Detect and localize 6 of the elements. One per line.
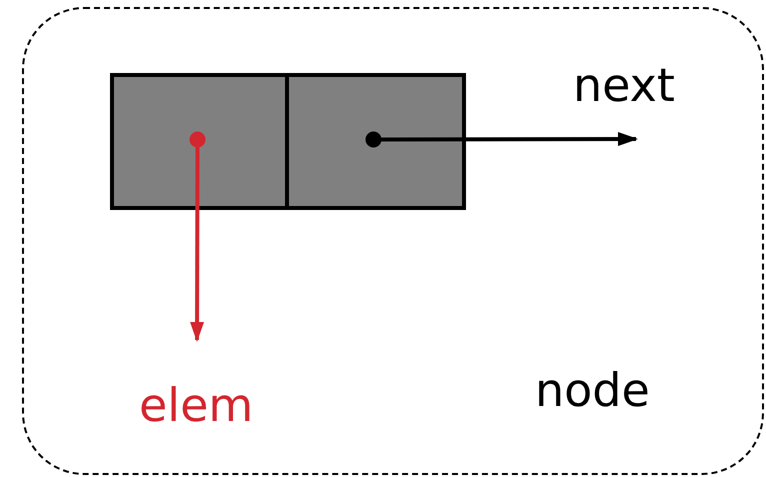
field-label: next [573, 62, 675, 108]
pointer-arrow [190, 132, 206, 342]
pointer-arrow [366, 132, 638, 148]
node-label: node [535, 367, 650, 413]
field-label: elem [139, 382, 254, 428]
container-outline [22, 7, 764, 475]
